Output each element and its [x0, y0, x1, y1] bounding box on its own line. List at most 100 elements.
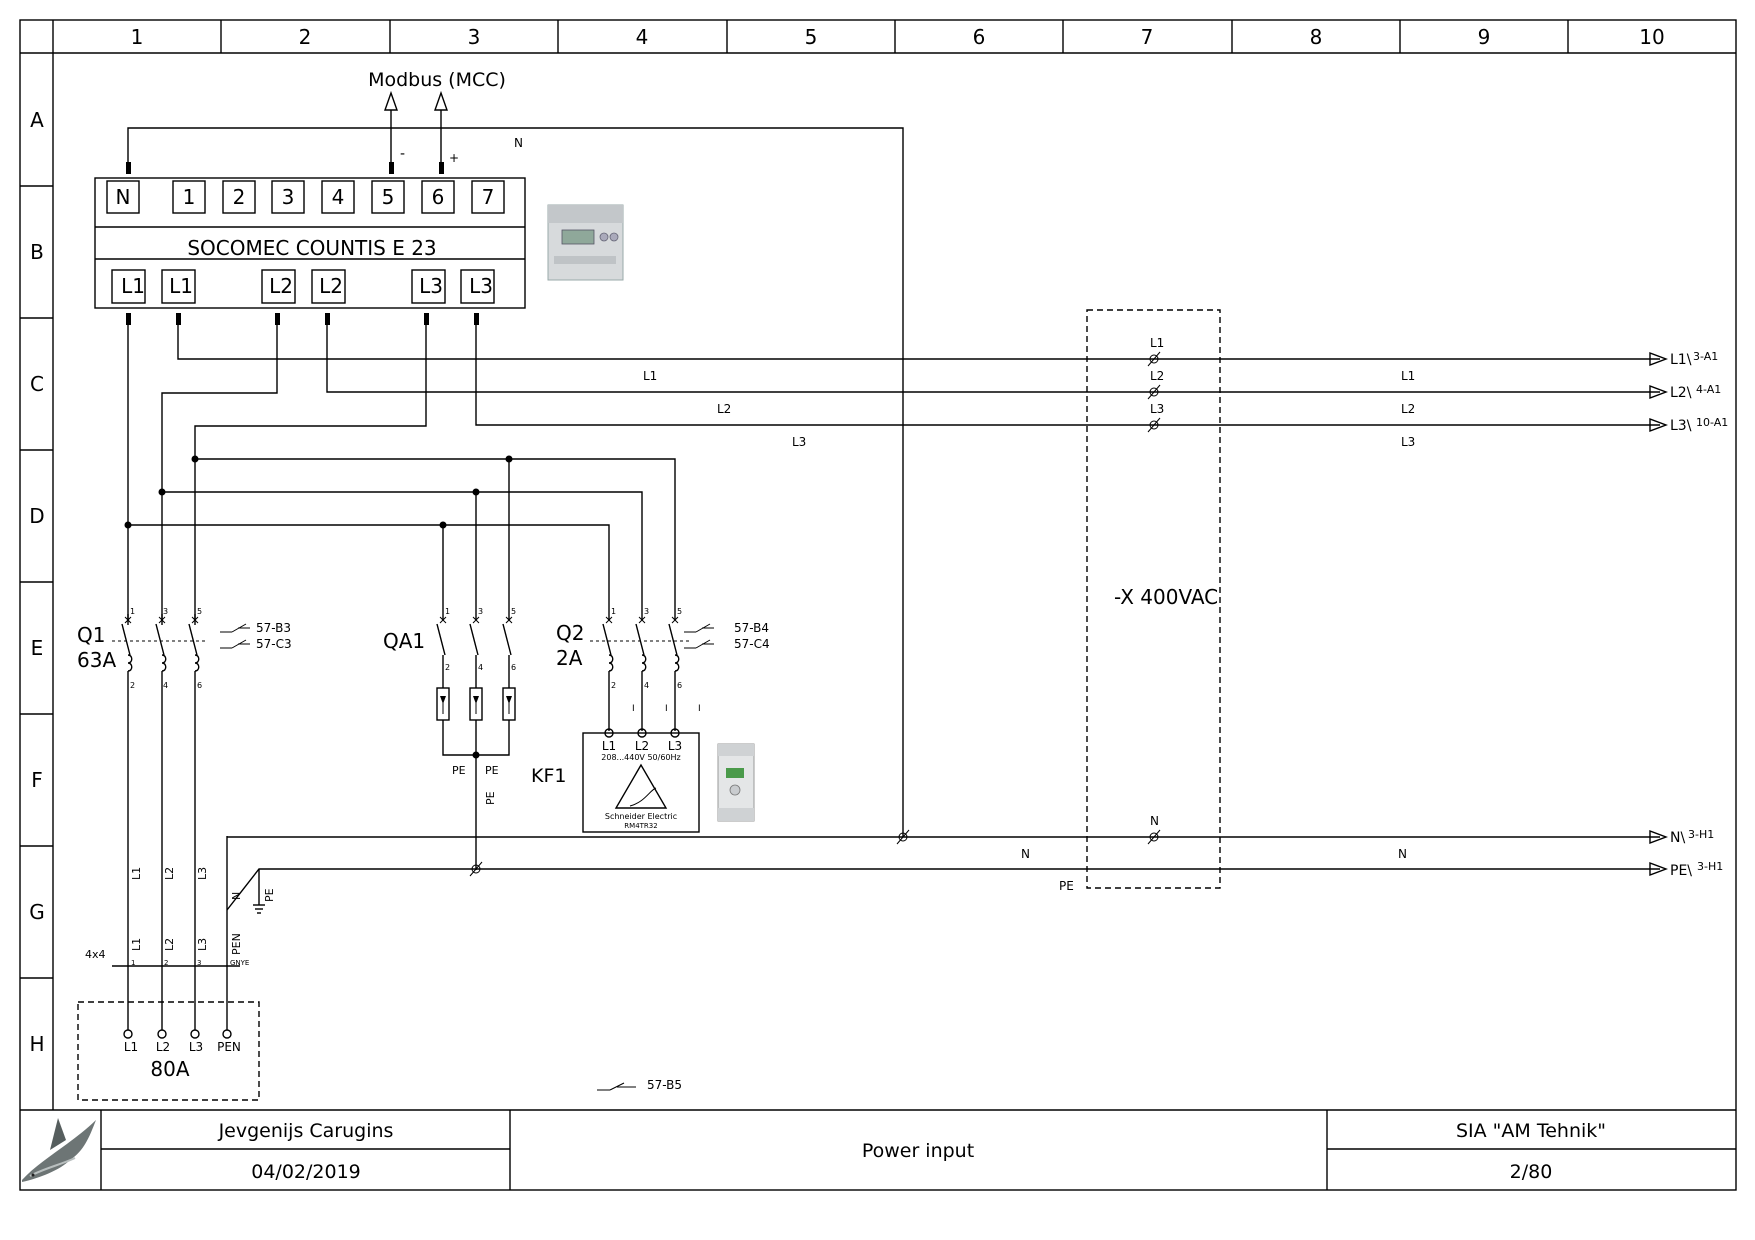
bus-wiring: L1 L2 L3 L1 L2 L3 L1 L2 L3 L1\ 3-A1 L2\ … [124, 325, 1728, 625]
column-header: 3 [468, 25, 481, 49]
date: 04/02/2019 [251, 1161, 361, 1183]
pe-label-vertical: PE [484, 791, 497, 805]
column-header: 8 [1310, 25, 1323, 49]
q1-breaker: Q1 63A 1 3 5 2 4 6 57-B3 57-C3 [77, 607, 292, 838]
relay-terminal: L2 [635, 739, 649, 753]
column-header: 10 [1639, 25, 1664, 49]
modbus-arrow-plus [434, 90, 448, 111]
pole-number: 1 [445, 607, 450, 616]
output-name: PE\ [1670, 863, 1692, 879]
contact-mark: I [698, 704, 701, 714]
pole-number: 2 [445, 663, 450, 672]
drawing-title: Power input [862, 1140, 974, 1162]
column-header: 2 [299, 25, 312, 49]
column-header: 5 [805, 25, 818, 49]
qa1-surge-protector: QA1 1 3 5 2 4 6 PE PE PE [383, 607, 516, 870]
cable-type: 4x4 [85, 948, 106, 961]
bus-terminal-symbols [1147, 351, 1161, 433]
meter-terminal: 4 [332, 185, 345, 209]
meter-terminal: L3 [469, 274, 493, 298]
pole-number: 1 [611, 607, 616, 616]
meter-terminal: L2 [319, 274, 343, 298]
pe-label: PE [452, 764, 466, 777]
modbus-connection: Modbus (MCC) - + N [127, 69, 904, 837]
supply-terminal: PEN [217, 1040, 241, 1054]
pe-label: PE [1059, 879, 1074, 893]
contact-mark: I [632, 704, 635, 714]
pole-number: 2 [130, 681, 135, 690]
pole-number: 5 [511, 607, 516, 616]
bus-label: L3 [792, 435, 806, 449]
column-header: 1 [131, 25, 144, 49]
n-label-vertical: N [230, 892, 243, 900]
aux-ref: 57-B4 [734, 621, 769, 635]
row-header: A [30, 108, 44, 132]
meter-terminal: 2 [233, 185, 246, 209]
row-header: G [29, 900, 45, 924]
q2-name: Q2 [556, 621, 584, 645]
core-number: 1 [131, 959, 135, 967]
row-header: F [31, 768, 43, 792]
pole-number: 3 [478, 607, 483, 616]
supply-rating: 80A [150, 1057, 189, 1081]
terminal-label: L1 [1150, 336, 1164, 350]
bus-label: L1 [1401, 369, 1415, 383]
terminal-label: L3 [1150, 402, 1164, 416]
contact-ref-text: 57-B5 [647, 1078, 682, 1092]
modbus-label: Modbus (MCC) [368, 69, 506, 91]
pole-number: 6 [197, 681, 202, 690]
page-number: 2/80 [1510, 1161, 1553, 1183]
output-ref: 3-H1 [1697, 860, 1723, 873]
wire-label: L1 [130, 867, 143, 880]
wire-label: L2 [163, 867, 176, 880]
wire-label: PEN [230, 933, 243, 955]
meter-terminal: 1 [183, 185, 196, 209]
n-terminal-label: N [1150, 814, 1159, 828]
row-header: D [29, 504, 44, 528]
supply-terminal: L3 [189, 1040, 203, 1054]
output-ref: 3-H1 [1688, 828, 1714, 841]
row-header: C [30, 372, 44, 396]
socomec-meter: SOCOMEC COUNTIS E 23 N 1 2 3 4 5 6 7 L1 … [94, 162, 526, 325]
output-name: L1\ [1670, 352, 1692, 368]
column-header: 9 [1478, 25, 1491, 49]
output-name: L3\ [1670, 418, 1692, 434]
modbus-plus-label: + [449, 151, 459, 165]
company: SIA "AM Tehnik" [1456, 1120, 1606, 1142]
breaker-pole [602, 614, 614, 690]
meter-top-terminals: N 1 2 3 4 5 6 7 [106, 180, 505, 214]
relay-spec: 208...440V 50/60Hz [601, 753, 680, 762]
bus-label: L2 [717, 402, 731, 416]
supply-box: L1 L2 L3 PEN 80A [77, 1001, 260, 1101]
pe-label: PE [485, 764, 499, 777]
bus-label: L1 [643, 369, 657, 383]
n-label: N [1398, 847, 1407, 861]
relay-terminal: L3 [668, 739, 682, 753]
sheet-frame [19, 19, 1737, 1191]
aux-ref: 57-C3 [256, 637, 292, 651]
meter-terminal: 3 [282, 185, 295, 209]
breaker-pole [635, 614, 647, 690]
meter-terminal: L2 [269, 274, 293, 298]
supply-terminal: L1 [124, 1040, 138, 1054]
pe-label-vertical: PE [263, 888, 276, 902]
relay-terminal: L1 [602, 739, 616, 753]
column-header: 6 [973, 25, 986, 49]
meter-terminal: L1 [121, 274, 145, 298]
bus-label: L2 [1401, 402, 1415, 416]
author: Jevgenijs Carugins [218, 1120, 394, 1142]
aux-contact-icon [220, 623, 250, 649]
pole-number: 6 [677, 681, 682, 690]
n-terminal-symbols [469, 829, 1161, 877]
column-header: 7 [1141, 25, 1154, 49]
supply-terminal: L2 [156, 1040, 170, 1054]
q1-rating: 63A [77, 648, 116, 672]
pole-number: 4 [644, 681, 649, 690]
kf1-phase-relay: KF1 L1 L2 L3 208...440V 50/60Hz Schneide… [531, 728, 700, 833]
output-ref: 10-A1 [1696, 416, 1728, 429]
output-ref: 3-A1 [1693, 350, 1718, 363]
aux-contact-icon [684, 623, 714, 649]
output-arrow [1649, 384, 1668, 400]
pole-number: 6 [511, 663, 516, 672]
